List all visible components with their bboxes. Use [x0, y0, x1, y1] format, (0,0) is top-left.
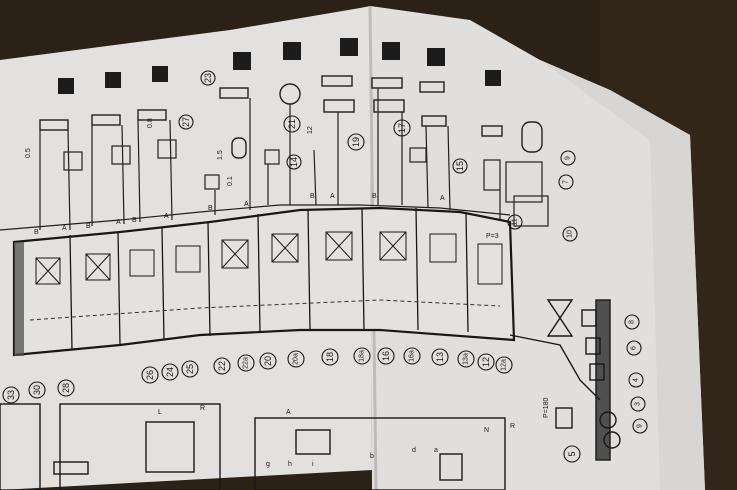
svg-text:0.5: 0.5	[25, 148, 32, 158]
svg-text:g: g	[266, 461, 270, 468]
callout-16a: 16a	[409, 350, 416, 362]
svg-text:A: A	[62, 225, 67, 232]
callout-23: 23	[203, 73, 213, 83]
svg-text:0.1: 0.1	[227, 176, 234, 186]
callout-22a: 22a	[243, 357, 250, 369]
callout-33: 33	[6, 390, 16, 400]
small-components	[63, 139, 549, 227]
svg-text:0.8: 0.8	[147, 118, 154, 128]
svg-text:1.5: 1.5	[217, 150, 224, 160]
callout-11: 11	[512, 218, 519, 225]
callout-13: 13	[435, 352, 445, 362]
svg-text:A: A	[286, 409, 291, 416]
lower-letters: L R A g h i b d a N R	[158, 405, 515, 468]
callout-30: 30	[32, 385, 42, 395]
svg-text:i: i	[312, 461, 314, 468]
callout-8: 8	[629, 320, 636, 324]
svg-text:B: B	[310, 193, 315, 200]
callout-7: 7	[563, 180, 570, 184]
callout-6: 6	[631, 346, 638, 350]
callout-10: 10	[567, 230, 574, 238]
svg-text:A: A	[440, 195, 445, 202]
callout-13a: 13a	[463, 353, 470, 365]
svg-text:A: A	[330, 193, 335, 200]
svg-text:R: R	[200, 405, 205, 412]
svg-text:A: A	[244, 201, 249, 208]
svg-text:a: a	[434, 447, 438, 454]
svg-text:P=3: P=3	[486, 233, 499, 240]
cylinders	[39, 75, 543, 159]
callout-15: 15	[455, 161, 465, 171]
callout-18: 18	[325, 352, 335, 362]
callout-26: 26	[145, 370, 155, 380]
svg-text:B: B	[372, 193, 377, 200]
pump-assembly	[509, 299, 621, 461]
paper-sheet-right	[370, 6, 705, 490]
svg-text:A: A	[164, 213, 169, 220]
svg-text:A: A	[116, 219, 121, 226]
callout-3: 3	[635, 402, 642, 406]
callout-5: 5	[567, 451, 577, 456]
callout-labels: 33 30 28 26 24 25 22 22a 20 20a 18 18a 1…	[6, 73, 644, 457]
svg-text:d: d	[412, 447, 416, 454]
hydraulic-lines	[0, 88, 511, 231]
callout-4: 4	[633, 378, 640, 382]
callout-20: 20	[263, 356, 273, 366]
top-callouts	[178, 70, 468, 174]
svg-text:N: N	[484, 427, 489, 434]
bottom-callouts	[2, 347, 513, 404]
svg-text:B: B	[86, 223, 91, 230]
callout-24: 24	[165, 367, 175, 377]
svg-text:b: b	[370, 453, 374, 460]
callout-27: 27	[181, 117, 191, 127]
callout-19: 19	[351, 137, 361, 147]
callout-17: 17	[397, 123, 407, 133]
callout-9: 9	[565, 156, 572, 160]
callout-18a: 18a	[359, 350, 366, 362]
callout-28: 28	[61, 383, 71, 393]
callout-16: 16	[381, 351, 391, 361]
pressure-label: P=180	[543, 397, 550, 418]
callout-12a: 12a	[501, 359, 508, 371]
svg-text:L: L	[158, 409, 162, 416]
callout-25: 25	[185, 364, 195, 374]
svg-text:h: h	[288, 461, 292, 468]
right-callouts	[507, 150, 648, 463]
callout-12: 12	[481, 357, 491, 367]
callout-21: 21	[287, 119, 297, 129]
callout-20a: 20a	[293, 353, 300, 365]
svg-text:R: R	[510, 423, 515, 430]
valve-manifold	[12, 206, 516, 357]
port-labels: B A B A B A B A B A B A P=180 P=3 0.5 0.…	[25, 118, 550, 418]
icon-row	[58, 38, 501, 94]
callout-22: 22	[217, 361, 227, 371]
svg-text:B: B	[132, 217, 137, 224]
lower-circuit	[0, 403, 506, 490]
callout-9b: 9	[637, 424, 644, 428]
svg-text:12: 12	[307, 126, 314, 134]
svg-text:B: B	[208, 205, 213, 212]
svg-text:B: B	[34, 229, 39, 236]
callout-14: 14	[289, 157, 299, 167]
